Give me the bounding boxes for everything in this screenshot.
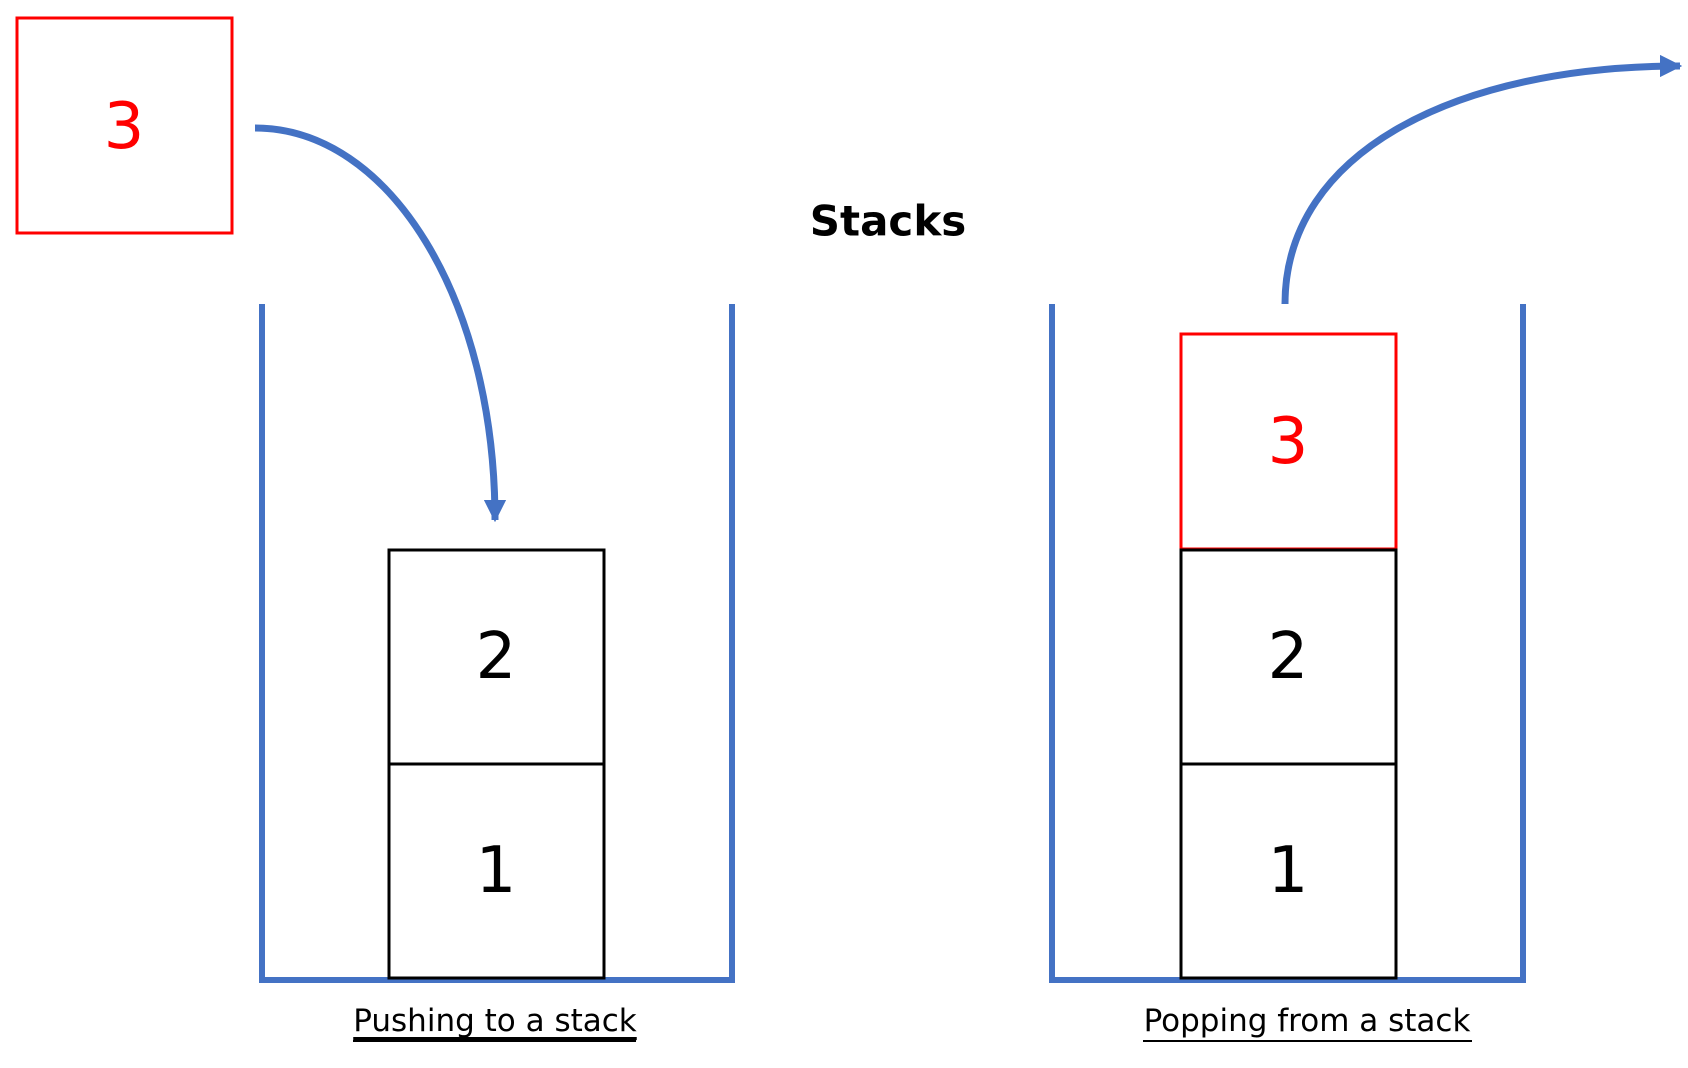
pop-stack-item-2: 2 (1179, 548, 1398, 766)
push-incoming-item-box (15, 16, 234, 235)
pop-stack-item-2-label: 2 (1268, 620, 1309, 694)
push-stack-item-1-box (387, 762, 606, 980)
push-stack-item-2-label: 2 (476, 620, 517, 694)
pop-caption: Popping from a stack (1144, 1003, 1471, 1039)
push-panel: 3 2 1 Pushing to a stack (15, 16, 735, 1042)
pop-stack-top-item-label: 3 (1268, 405, 1309, 479)
pop-stack-container (1049, 304, 1526, 983)
pop-stack-top-item: 3 (1179, 332, 1398, 551)
pop-panel: 3 2 1 Popping from a stack (1049, 54, 1683, 1042)
push-incoming-item: 3 (15, 16, 234, 235)
push-incoming-item-label: 3 (104, 90, 145, 164)
push-stack-item-2: 2 (387, 548, 606, 766)
pop-arrow (1281, 54, 1683, 305)
push-stack-item-1: 1 (387, 762, 606, 980)
diagram-title: Stacks (810, 197, 967, 246)
push-arrow (254, 124, 507, 523)
pop-stack-item-1: 1 (1179, 762, 1398, 980)
pop-stack-item-1-box (1179, 762, 1398, 980)
push-stack-item-1-label: 1 (476, 834, 517, 908)
pop-stack-item-1-label: 1 (1268, 834, 1309, 908)
push-stack-container (259, 304, 735, 983)
push-caption: Pushing to a stack (353, 1003, 637, 1039)
